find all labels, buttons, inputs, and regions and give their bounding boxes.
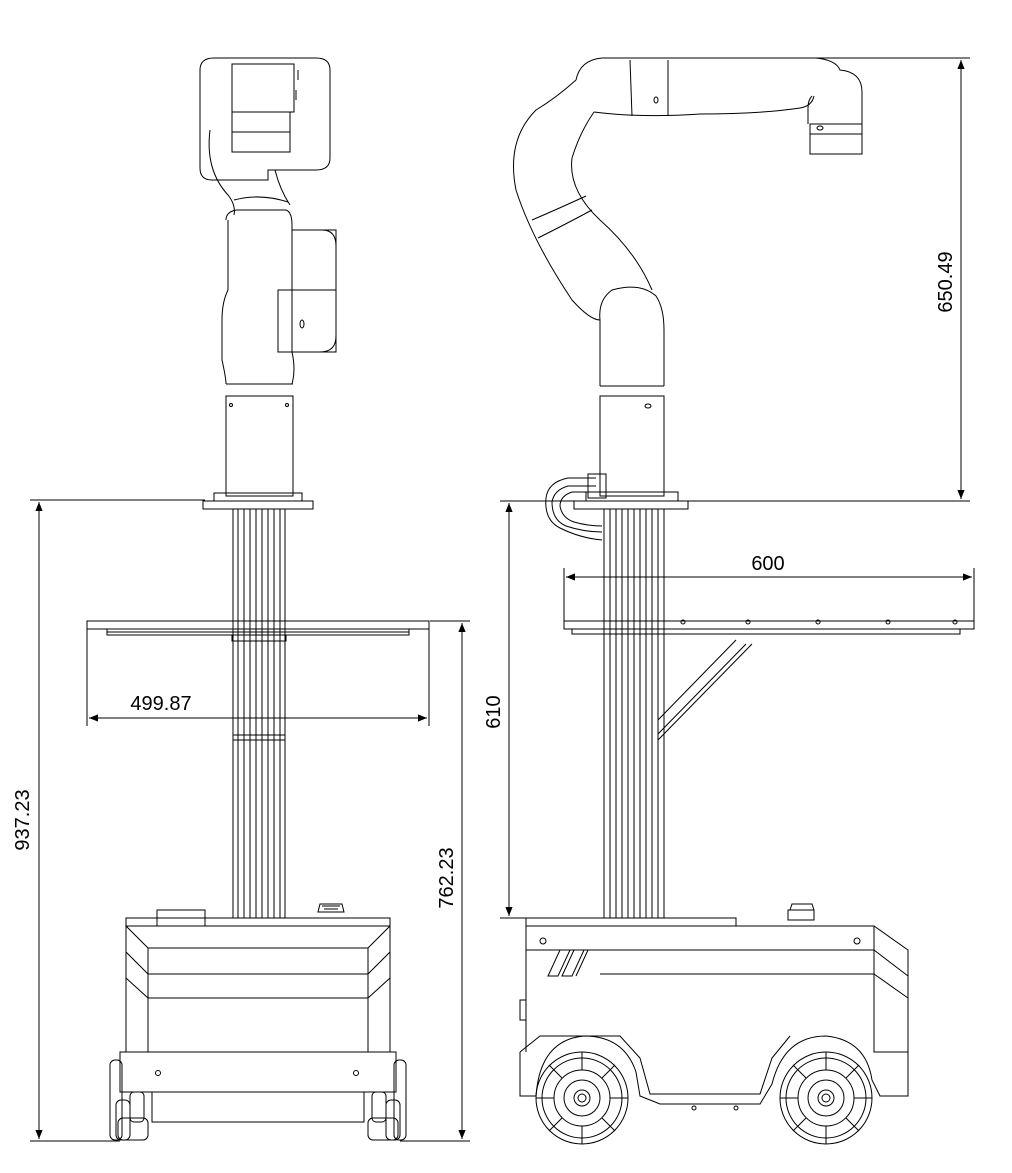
front-robot-arm	[200, 58, 336, 509]
front-base	[110, 904, 406, 1140]
side-dimensions	[500, 58, 974, 918]
dim-side-column-height: 610	[483, 695, 505, 728]
front-view	[87, 58, 429, 1140]
side-view	[514, 58, 975, 1144]
side-shelf	[564, 620, 974, 634]
dim-side-platform-width: 600	[751, 553, 784, 575]
dim-front-platform-height: 762.23	[436, 847, 458, 908]
front-column	[233, 509, 285, 918]
side-robot-arm	[514, 58, 863, 540]
dim-front-platform-width: 499.87	[130, 693, 191, 715]
front-dimensions	[30, 500, 470, 1141]
front-shelf	[87, 621, 429, 641]
side-wheel-right	[780, 1052, 872, 1144]
side-column	[604, 509, 752, 918]
dim-side-arm-height: 650.49	[935, 251, 957, 312]
dim-front-total-height: 937.23	[12, 789, 34, 850]
side-base	[520, 904, 908, 1144]
side-wheel-left	[536, 1052, 628, 1144]
